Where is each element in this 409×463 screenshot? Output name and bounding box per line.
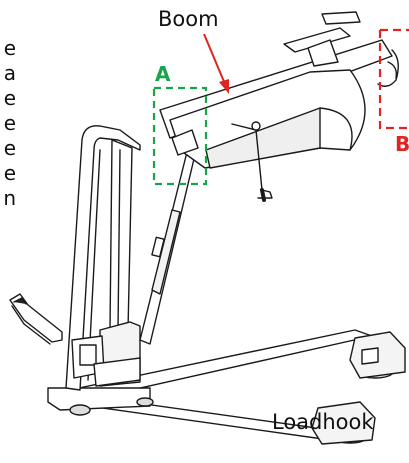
foot-pedal xyxy=(9,293,63,345)
detail-b-box xyxy=(378,28,409,130)
spreader-bar xyxy=(283,11,399,87)
hydraulic-ram xyxy=(139,139,199,345)
detail-a-box xyxy=(152,86,208,186)
boom-label: Boom xyxy=(158,7,219,31)
loadhook-label: Loadhook xyxy=(272,410,374,434)
base-legs xyxy=(47,329,373,441)
side-text-fragment: a xyxy=(3,61,16,85)
side-text-fragment: e xyxy=(3,36,16,60)
boom xyxy=(159,39,393,169)
side-text-fragment: e xyxy=(3,161,16,185)
detail-b-label: B xyxy=(395,132,409,156)
actuator-housing xyxy=(71,321,141,387)
side-text-fragment: e xyxy=(3,86,16,110)
leg-caps xyxy=(311,331,406,445)
boom-pointer-arrow xyxy=(203,33,229,94)
side-text-fragment: n xyxy=(3,186,16,210)
side-text-fragment: e xyxy=(3,111,16,135)
side-text-fragment: e xyxy=(3,136,16,160)
detail-a-label: A xyxy=(155,62,171,86)
crank-handle xyxy=(231,121,273,202)
